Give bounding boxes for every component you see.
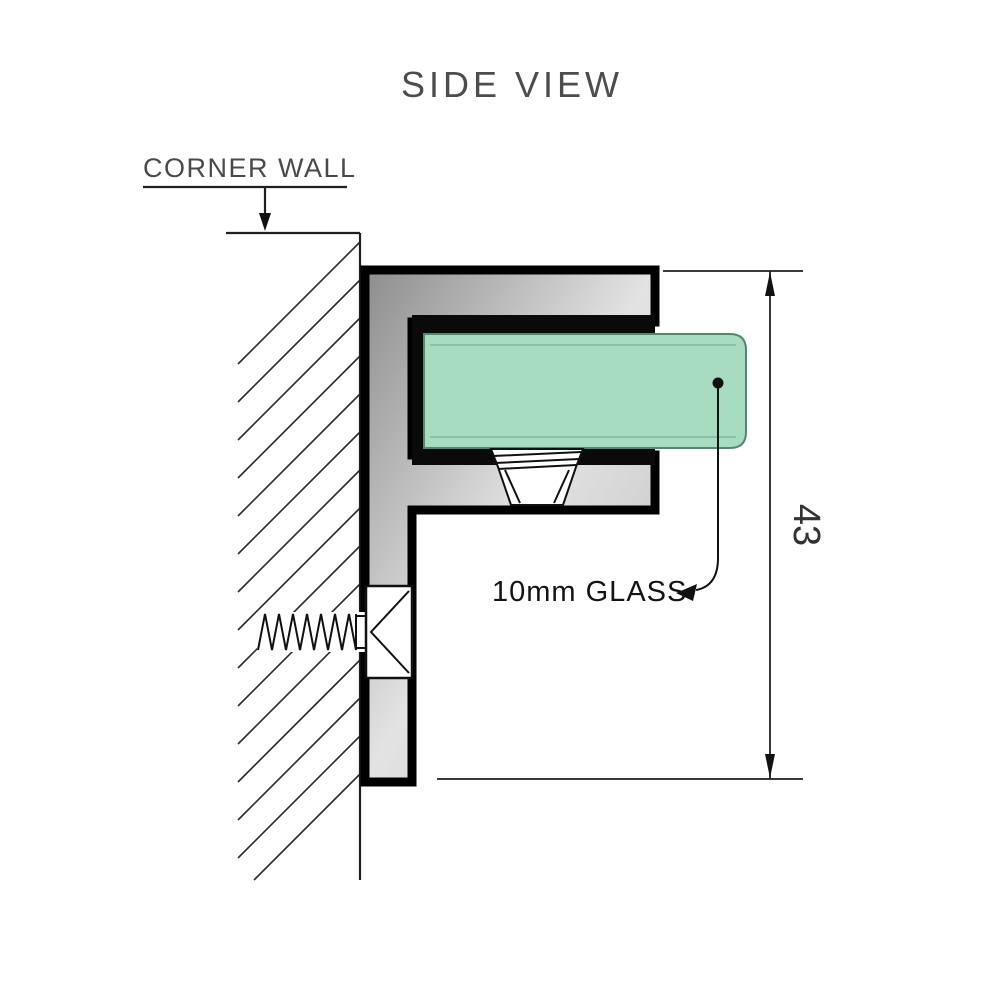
glass-leader-arrowhead: [676, 584, 697, 601]
dimension-label: 43: [785, 504, 827, 546]
wall-hatching: [237, 241, 361, 881]
wall-line: [226, 231, 362, 880]
dimension-43: 43: [437, 270, 827, 780]
glass-label: 10mm GLASS: [492, 576, 687, 608]
diagram-title: SIDE VIEW: [401, 64, 623, 105]
corner-wall-label: CORNER WALL: [143, 153, 357, 183]
wall-screw: [257, 612, 367, 652]
glass-leader-line: [695, 388, 719, 591]
corner-wall-callout: CORNER WALL: [143, 153, 357, 231]
dimension-arrow-bottom: [765, 754, 775, 778]
glass-edge-lines: [430, 344, 736, 438]
glass-callout: 10mm GLASS: [492, 377, 724, 608]
grub-screw: [489, 448, 585, 506]
dimension-arrow-top: [765, 272, 775, 296]
corner-wall-arrowhead: [259, 213, 271, 231]
glass-leader-dot: [712, 377, 724, 389]
screw-head: [364, 584, 414, 680]
glass-panel: [423, 333, 747, 449]
screw-threads: [257, 613, 357, 651]
